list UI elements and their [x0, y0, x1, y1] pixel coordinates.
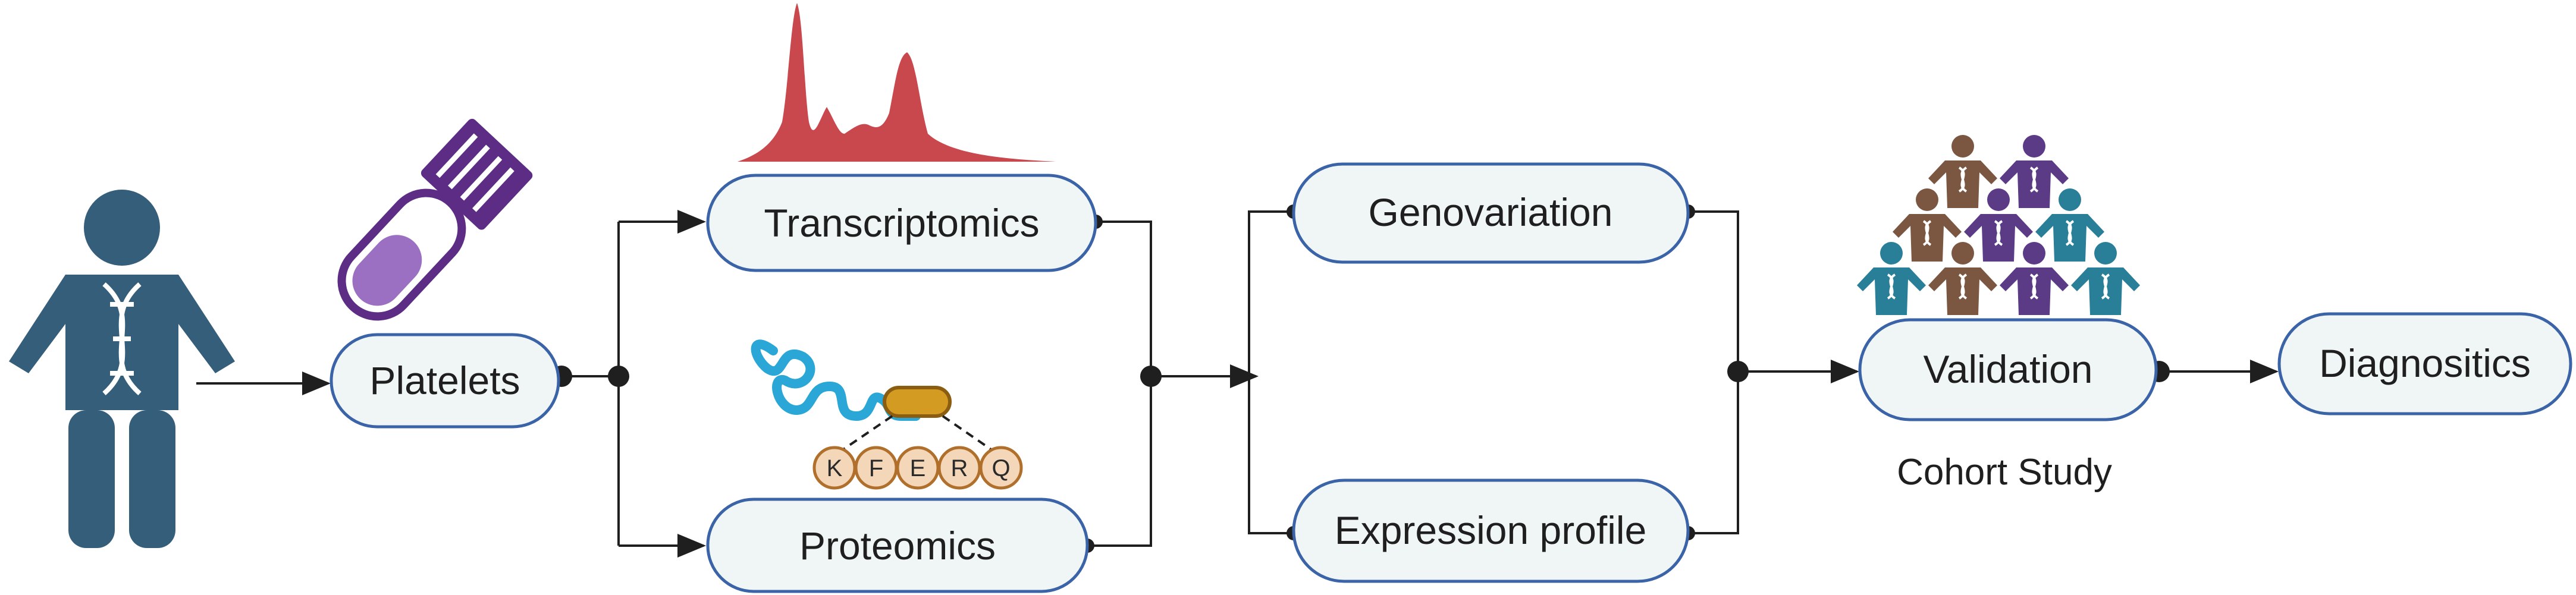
node-platelets: Platelets: [330, 333, 560, 429]
analysis-merge-dot: [1727, 361, 1749, 382]
transcript-peaks-icon: [738, 3, 1056, 162]
amino-acid-chain: [812, 446, 1023, 490]
node-diagnostics: Diagnositics: [2277, 312, 2572, 415]
omics-merge-path: [1087, 221, 1152, 547]
amino-acid-e: E: [910, 455, 926, 481]
node-validation-label: Validation: [1924, 347, 2093, 391]
person-dna-icon: [9, 190, 235, 548]
node-transcriptomics-label: Transcriptomics: [764, 201, 1039, 245]
node-diagnostics-label: Diagnositics: [2319, 341, 2531, 385]
node-platelets-label: Platelets: [369, 358, 520, 402]
test-tube-icon: [337, 118, 533, 321]
node-expression-profile: Expression profile: [1292, 478, 1690, 583]
amino-acid-f: F: [869, 455, 883, 481]
split-dot: [608, 366, 629, 387]
amino-acid-r: R: [951, 455, 968, 481]
node-transcriptomics: Transcriptomics: [706, 174, 1097, 272]
node-genovariation: Genovariation: [1292, 162, 1690, 264]
cohort-people-icon: [1856, 134, 2141, 316]
amino-acid-k: K: [827, 455, 843, 481]
merge-dot: [1140, 366, 1162, 387]
node-proteomics: Proteomics: [706, 498, 1089, 593]
split-to-analysis-path: [1248, 210, 1294, 534]
amino-acid-q: Q: [992, 455, 1010, 481]
cohort-study-caption: Cohort Study: [1897, 452, 2112, 493]
node-proteomics-label: Proteomics: [799, 524, 996, 568]
node-validation: Validation: [1858, 318, 2158, 421]
node-genovariation-label: Genovariation: [1369, 190, 1613, 234]
protein-chain-icon: K F E R Q: [751, 339, 1023, 490]
node-expression-profile-label: Expression profile: [1335, 508, 1647, 552]
